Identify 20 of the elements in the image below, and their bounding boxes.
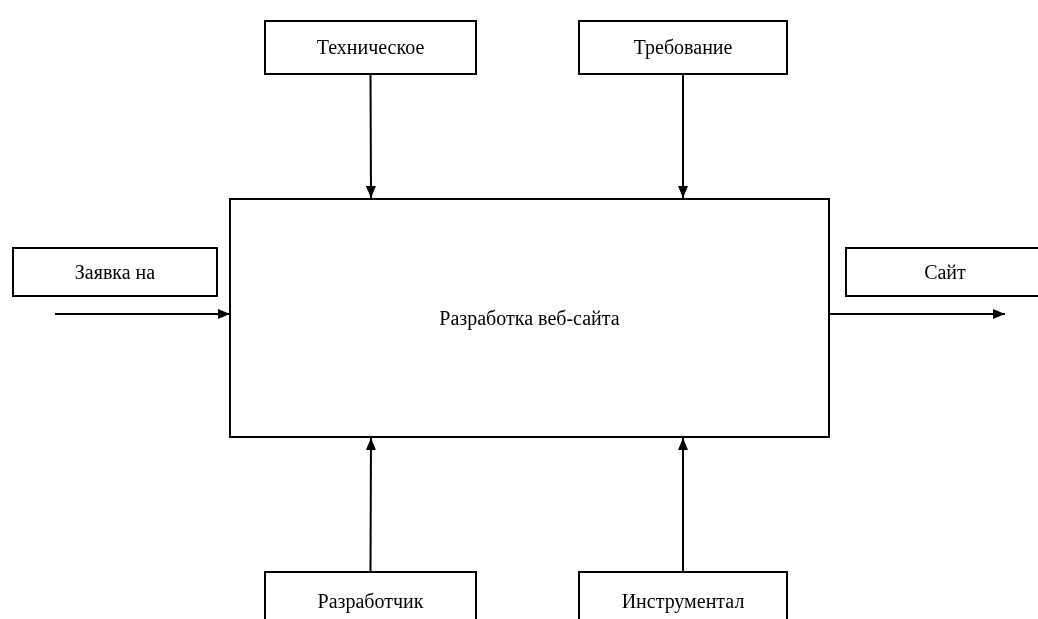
node-text: Сайт — [924, 260, 966, 284]
arrow — [54, 309, 231, 319]
arrow-label-box — [264, 571, 477, 619]
arrow-label-box — [264, 20, 477, 75]
arrow — [829, 309, 1006, 319]
node-text: Разработка веб-сайта — [439, 306, 620, 330]
process-box — [229, 198, 830, 438]
arrow — [365, 437, 376, 572]
node-text: Инструментал — [621, 589, 745, 613]
arrow-label-box — [12, 247, 218, 297]
node-text: Заявка на — [74, 260, 156, 284]
node-text: Требование — [633, 36, 733, 59]
arrow — [365, 74, 376, 199]
arrow-label-box — [578, 571, 788, 619]
arrow-label-box — [845, 247, 1038, 297]
arrow-label-box — [578, 20, 788, 75]
arrow — [678, 74, 688, 199]
node-text: Разработчик — [317, 589, 424, 613]
arrow — [678, 437, 688, 572]
node-text: Техническое — [316, 36, 425, 59]
